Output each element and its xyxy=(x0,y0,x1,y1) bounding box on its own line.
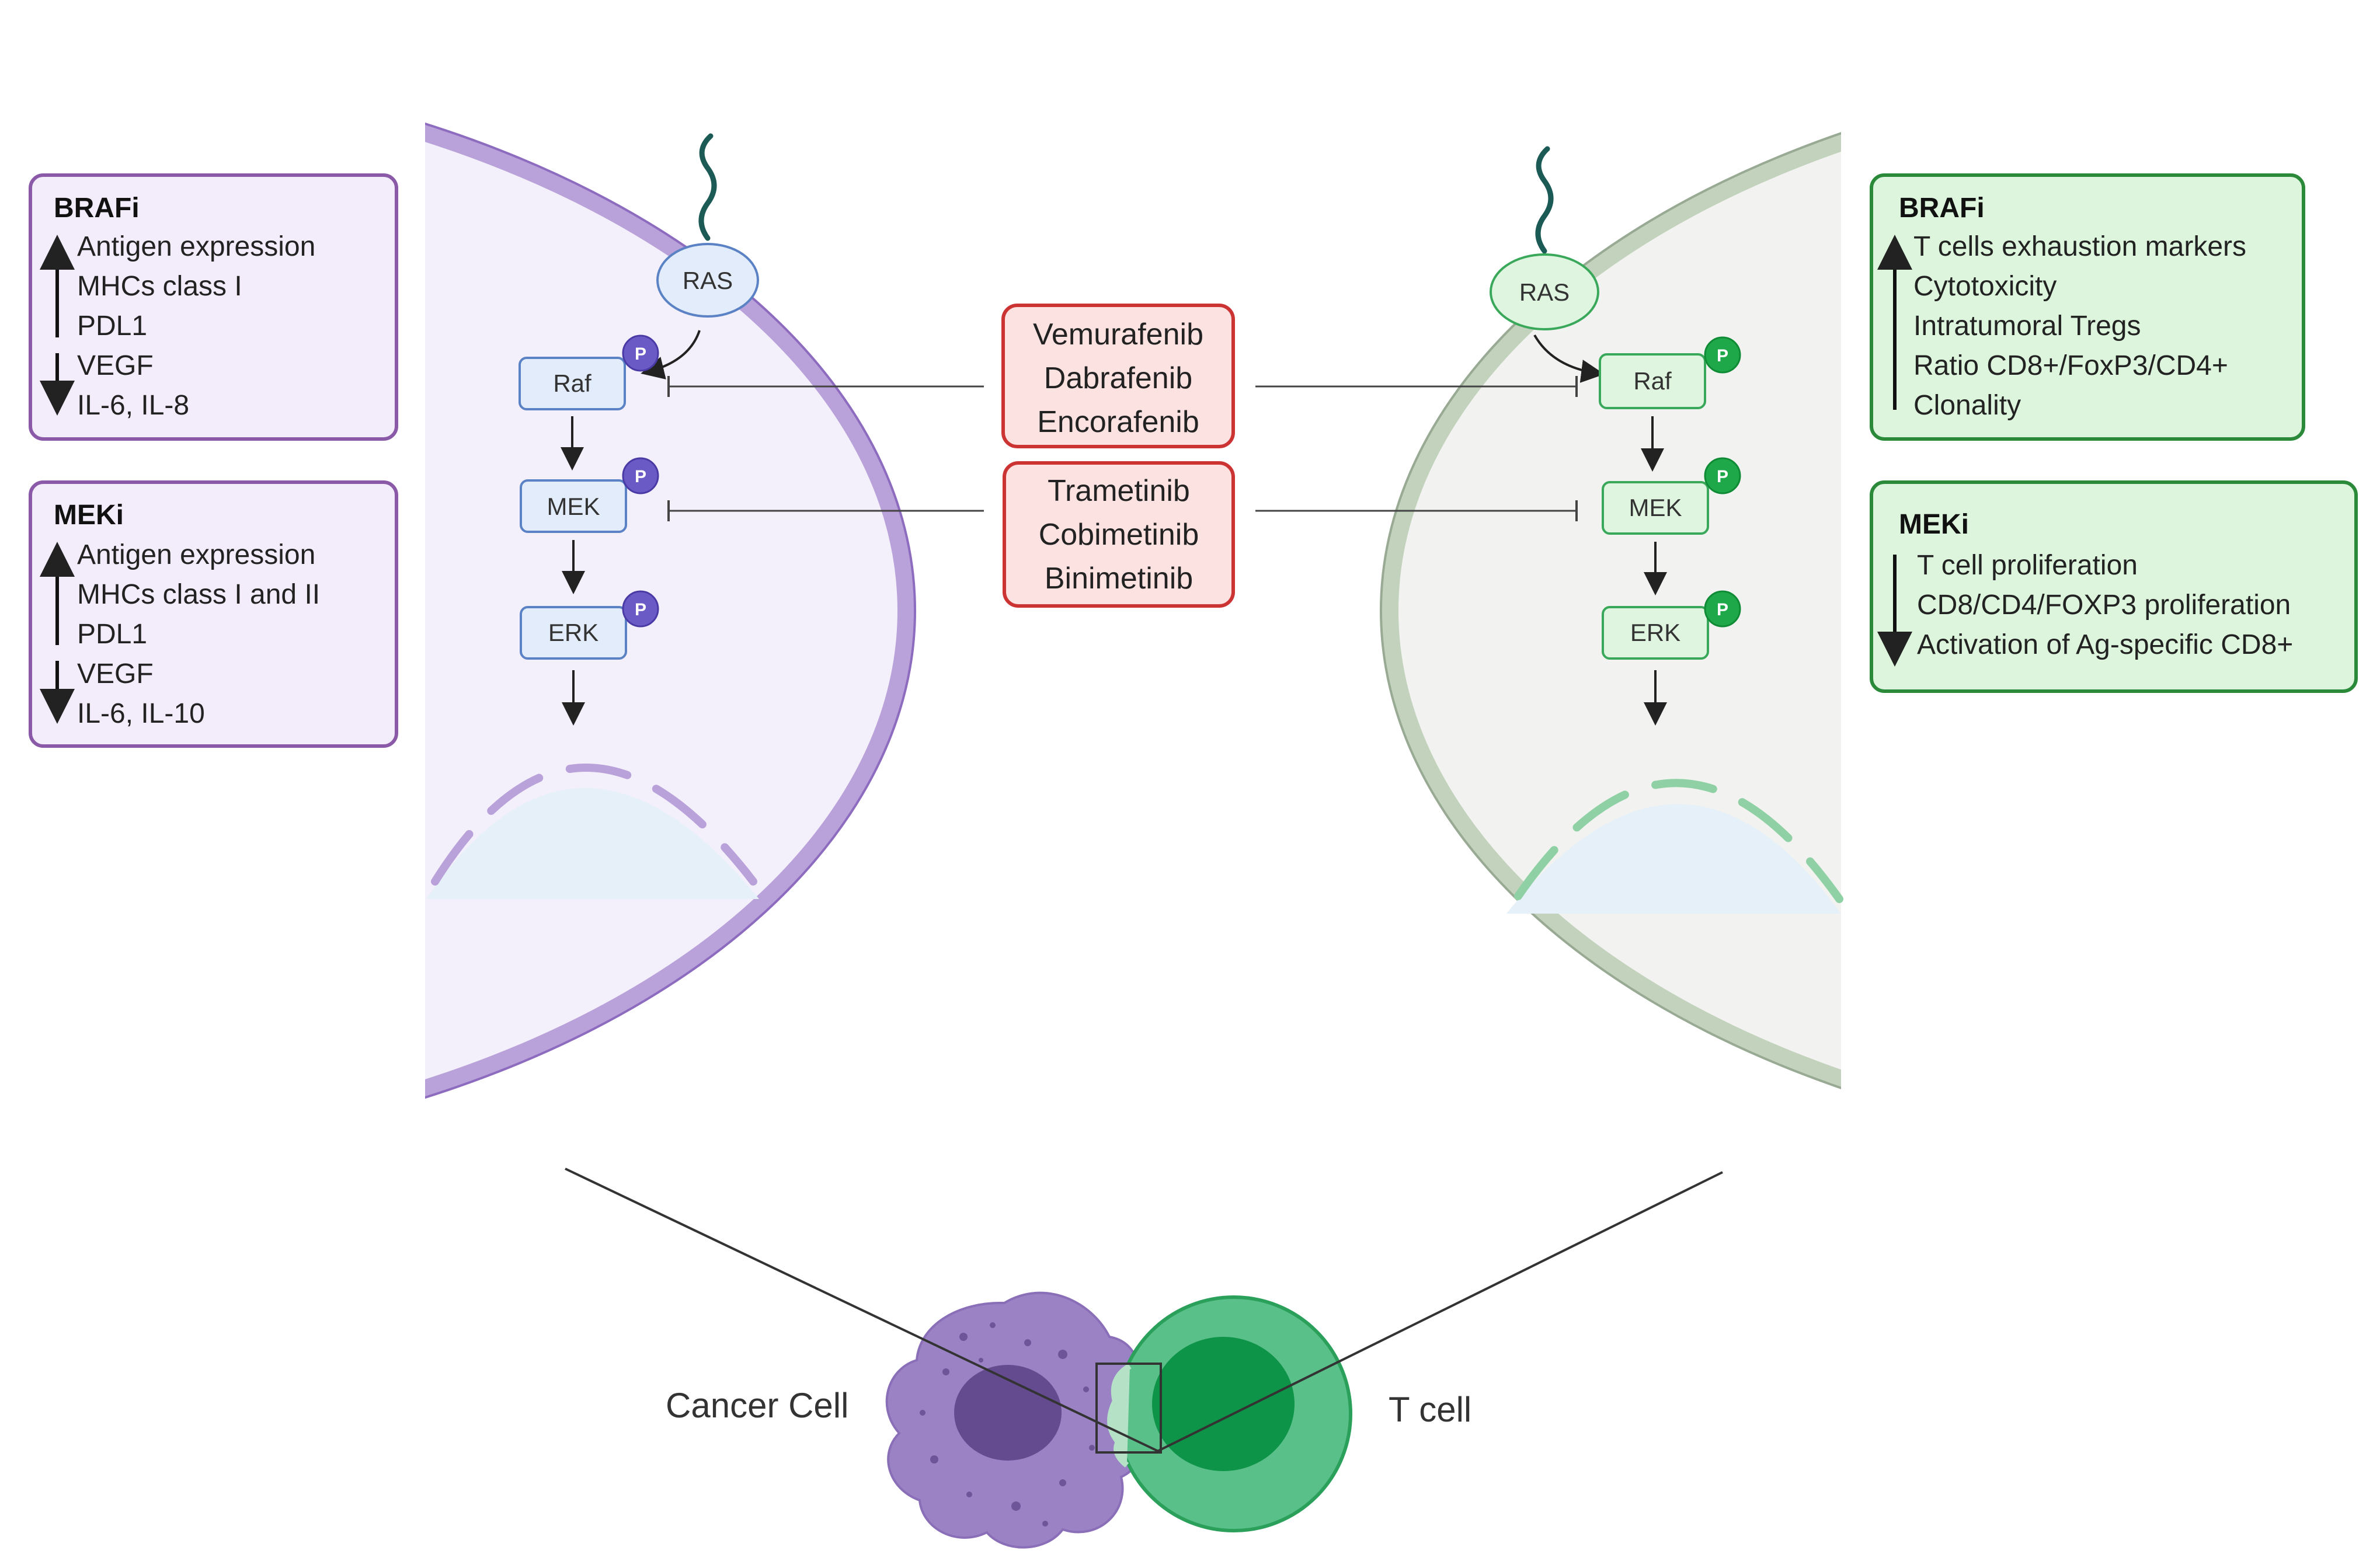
cancer-meki-up-2: MHCs class I and II xyxy=(77,579,320,610)
drug-brafi-2: Dabrafenib xyxy=(1044,361,1192,395)
drug-brafi-3: Encorafenib xyxy=(1037,405,1199,439)
tcell-mek-label: MEK xyxy=(1629,494,1682,521)
tcell-icon xyxy=(1107,1295,1352,1532)
zoom-region-box xyxy=(1095,1363,1162,1454)
inhibition-lines xyxy=(667,376,1578,521)
cancer-mek-label: MEK xyxy=(547,493,600,520)
tcell-mek-phospho-label: P xyxy=(1717,467,1728,486)
tcell-raf-node xyxy=(1599,353,1706,409)
tcell-ras-node xyxy=(1490,253,1599,330)
drug-box-brafi: Vemurafenib Dabrafenib Encorafenib xyxy=(1001,304,1235,448)
cancer-erk-node xyxy=(520,606,627,660)
cancer-raf-phospho xyxy=(622,335,659,372)
cancer-ras-to-raf-arrow xyxy=(641,330,701,379)
cancer-pathway: RAS Raf P MEK P ERK P xyxy=(519,133,759,726)
cancer-erk-phospho-label: P xyxy=(635,600,646,619)
cancer-cell-icon xyxy=(885,1291,1147,1549)
cancer-nucleus-envelope xyxy=(431,764,757,886)
cancer-nucleus xyxy=(426,764,759,899)
cancer-brafi-up-1: Antigen expression xyxy=(77,231,315,262)
drug-box-meki-frame xyxy=(1003,461,1235,608)
cancer-cell-granules xyxy=(920,1322,1095,1527)
tcell-nucleus xyxy=(1506,779,1843,914)
cancer-brafi-down-2: IL-6, IL-8 xyxy=(77,390,189,421)
tcell-mek-node xyxy=(1602,481,1709,535)
drug-box-brafi-frame xyxy=(1001,304,1235,448)
cancer-cell-membrane-edge xyxy=(425,123,916,1099)
cancer-brafi-box-frame xyxy=(29,173,398,441)
cancer-meki-title: MEKi xyxy=(54,500,124,531)
cancer-ras-anchor xyxy=(698,133,717,241)
tcell-membrane-edge xyxy=(1380,132,1841,1089)
cancer-meki-up-1: Antigen expression xyxy=(77,539,315,570)
zoom-line-right xyxy=(1154,1171,1723,1454)
tcell-meki-down-3: Activation of Ag-specific CD8+ xyxy=(1917,629,2293,660)
tcell-brafi-up-5: Clonality xyxy=(1913,390,2021,421)
zoom-line-left xyxy=(565,1168,1161,1454)
cancer-brafi-up-3: PDL1 xyxy=(77,311,147,342)
tcell-ras-anchor xyxy=(1535,146,1554,254)
tcell-meki-box: MEKi T cell proliferation CD8/CD4/FOXP3 … xyxy=(1870,480,2358,693)
tcell-brafi-up-2: Cytotoxicity xyxy=(1913,271,2057,302)
cancer-meki-box-frame xyxy=(29,480,398,748)
tcell-meki-down-2: CD8/CD4/FOXP3 proliferation xyxy=(1917,590,2291,621)
tcell-brafi-up-3: Intratumoral Tregs xyxy=(1913,311,2141,342)
cancer-meki-box: MEKi Antigen expression MHCs class I and… xyxy=(29,480,398,748)
cancer-mek-node xyxy=(520,479,627,533)
cancer-brafi-box: BRAFi Antigen expression MHCs class I PD… xyxy=(29,173,398,441)
tcell-erk-label: ERK xyxy=(1630,619,1680,646)
drug-box-meki: Trametinib Cobimetinib Binimetinib xyxy=(1003,461,1235,608)
cancer-nucleus-fill xyxy=(426,788,759,899)
tcell-erk-phospho xyxy=(1704,590,1741,628)
cancer-ras-label: RAS xyxy=(683,267,733,294)
tcell-ras-to-raf-arrow xyxy=(1533,335,1605,383)
tcell-nucleus-fill xyxy=(1506,804,1841,914)
cancer-cell-nucleus xyxy=(954,1365,1062,1461)
tcell-erk-node xyxy=(1602,606,1709,660)
drug-meki-2: Cobimetinib xyxy=(1039,518,1199,552)
tcell-mek-phospho xyxy=(1704,457,1741,494)
tcell-membrane xyxy=(1381,133,1841,1088)
tcell-brafi-up-4: Ratio CD8+/FoxP3/CD4+ xyxy=(1913,350,2228,381)
tcell-meki-box-frame xyxy=(1870,480,2358,693)
cancer-mek-phospho-label: P xyxy=(635,467,646,486)
cancer-brafi-up-2: MHCs class I xyxy=(77,271,242,302)
cancer-raf-label: Raf xyxy=(553,370,591,397)
cancer-mek-phospho xyxy=(622,457,659,494)
cancer-raf-node xyxy=(519,357,626,410)
tcell-meki-down-1: T cell proliferation xyxy=(1917,550,2138,581)
cancer-brafi-down-1: VEGF xyxy=(77,350,154,381)
cancer-meki-down-1: VEGF xyxy=(77,658,154,689)
cancer-erk-phospho xyxy=(622,590,659,628)
tcell-body-nucleus xyxy=(1152,1337,1295,1471)
tcell-pathway: RAS Raf P MEK P ERK P xyxy=(1490,146,1741,726)
tcell-brafi-box-frame xyxy=(1870,173,2305,441)
tcell-raf-phospho-label: P xyxy=(1717,346,1728,365)
cancer-brafi-title: BRAFi xyxy=(54,193,140,224)
tcell-erk-phospho-label: P xyxy=(1717,600,1728,619)
tcell-brafi-up-1: T cells exhaustion markers xyxy=(1913,231,2246,262)
tcell-brafi-title: BRAFi xyxy=(1899,193,1985,224)
drug-meki-1: Trametinib xyxy=(1048,474,1190,508)
tcell-brafi-box: BRAFi T cells exhaustion markers Cytotox… xyxy=(1870,173,2305,441)
cancer-cell-membrane xyxy=(425,124,915,1097)
tcell-label: T cell xyxy=(1389,1390,1471,1429)
cancer-cell-label: Cancer Cell xyxy=(666,1386,848,1425)
cancer-meki-down-2: IL-6, IL-10 xyxy=(77,698,205,729)
tcell-nucleus-envelope xyxy=(1514,779,1843,903)
tcell-meki-title: MEKi xyxy=(1899,509,1969,540)
cancer-meki-up-3: PDL1 xyxy=(77,619,147,650)
drug-brafi-1: Vemurafenib xyxy=(1033,318,1203,351)
cancer-ras-node xyxy=(656,243,759,318)
cancer-erk-label: ERK xyxy=(548,619,599,646)
cancer-raf-phospho-label: P xyxy=(635,344,646,364)
tcell-raf-label: Raf xyxy=(1633,367,1672,395)
tcell-ras-label: RAS xyxy=(1519,278,1570,306)
drug-meki-3: Binimetinib xyxy=(1045,562,1193,595)
tcell-raf-phospho xyxy=(1704,336,1741,374)
